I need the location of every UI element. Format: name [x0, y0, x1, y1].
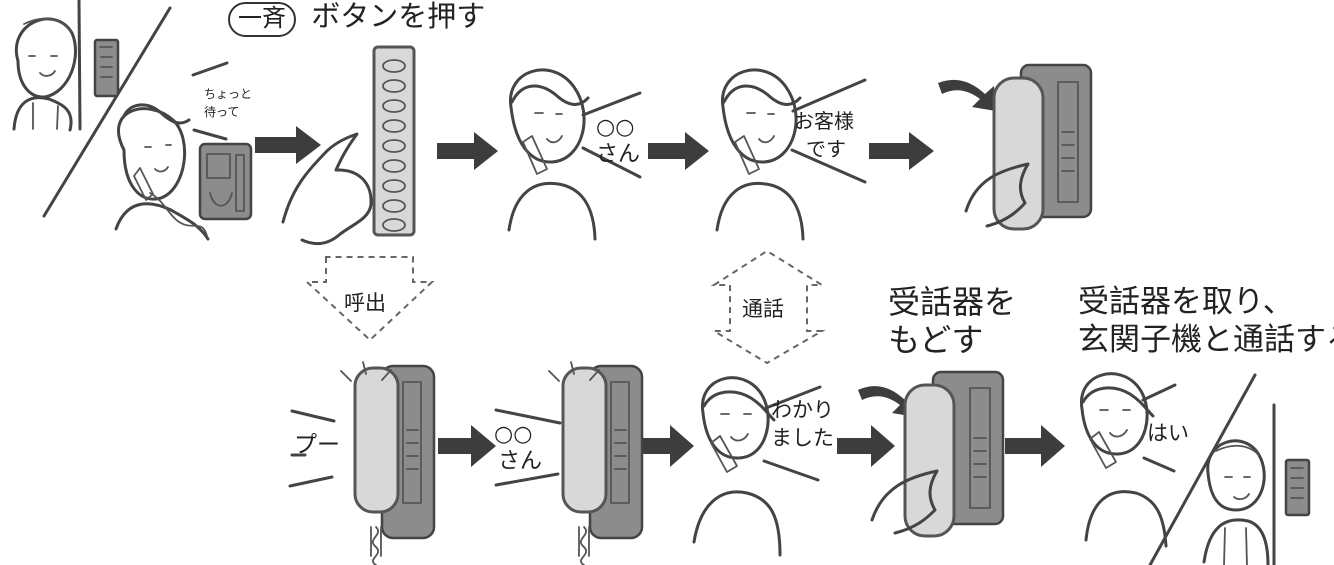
- speech-lines-wait: [191, 61, 229, 141]
- second-call-lines: [494, 408, 562, 487]
- wall-phone-bottom-detail: [969, 387, 991, 509]
- talk-box-label: 通話: [742, 297, 784, 321]
- talk-dashed-arrow: [710, 249, 826, 365]
- call-name-top-line-1: ○○: [596, 115, 635, 140]
- entry-unit-icon: [93, 38, 120, 98]
- arrow-right-3: [648, 132, 709, 170]
- handset-bottom-icon: [903, 383, 956, 538]
- beep-flash-lines: [340, 361, 392, 382]
- interior-phone-detail: [206, 153, 245, 212]
- call-name-top-line-2: さん: [596, 142, 641, 167]
- arrow-right-8: [1005, 425, 1065, 467]
- left-divider-line: [42, 6, 172, 218]
- man-answers-visitor-icon: [1080, 372, 1177, 548]
- press-button-text: ボタンを押す: [311, 0, 486, 33]
- understood-line-2: ました: [771, 426, 834, 450]
- second-flash-lines: [548, 361, 600, 382]
- woman-with-handset-icon: [114, 103, 210, 241]
- arrow-right-5: [438, 425, 496, 467]
- wall-phone-top-detail: [1057, 81, 1079, 203]
- beep-cord: [370, 526, 382, 565]
- visitor-final-icon: [1202, 439, 1270, 565]
- visitor-person-icon: [12, 17, 77, 132]
- call-name-bottom-line-1: ○○: [494, 422, 533, 447]
- arrow-right-1: [255, 126, 321, 164]
- woman-announces-guest-icon: [715, 68, 867, 241]
- arrow-right-2: [437, 132, 498, 170]
- hand-icon: [281, 132, 373, 246]
- return-handset-line-2: もどす: [888, 321, 984, 359]
- second-handset-icon: [561, 366, 608, 514]
- guest-line-2: です: [806, 137, 846, 161]
- handset-top-icon: [992, 76, 1045, 231]
- hand-top-icon: [964, 162, 1030, 228]
- woman-calls-name-icon: [507, 68, 642, 241]
- yes-text: はい: [1147, 421, 1189, 445]
- beep-lines-left: [288, 409, 336, 488]
- broadcast-button-strip-icon: [372, 45, 416, 237]
- curved-arrow-return-top: [938, 79, 996, 111]
- call-box-label: 呼出: [344, 291, 386, 315]
- second-phone-detail: [610, 381, 630, 504]
- guest-line-1: お客様: [794, 109, 854, 133]
- call-dashed-arrow: [304, 256, 435, 342]
- call-name-bottom-line-2: さん: [498, 449, 543, 474]
- left-wall-line: [77, 0, 82, 131]
- wait-line-2: 待って: [204, 105, 240, 119]
- wait-line-1: ちょっと: [204, 87, 253, 101]
- broadcast-button-label: 一斉: [228, 2, 296, 37]
- second-cord: [578, 526, 590, 565]
- beep-phone-detail: [402, 381, 422, 504]
- arrow-right-6: [638, 425, 694, 467]
- understood-line-1: わかり: [771, 398, 834, 422]
- man-understood-icon: [692, 376, 822, 557]
- curved-arrow-return-bottom: [858, 386, 916, 417]
- top-instruction: 一斉 ボタンを押す: [228, 2, 485, 37]
- take-handset-line-1: 受話器を取り、: [1078, 284, 1294, 320]
- take-handset-line-2: 玄関子機と通話する: [1078, 322, 1334, 358]
- entry-unit-final-grid: [1290, 467, 1304, 499]
- final-divider-line: [1148, 373, 1257, 565]
- arrow-right-7: [837, 425, 895, 467]
- entry-unit-grid: [99, 46, 113, 78]
- beep-text: プー: [294, 432, 340, 458]
- arrow-right-4: [869, 132, 934, 170]
- return-handset-line-1: 受話器を: [888, 283, 1017, 321]
- button-ovals: [382, 59, 406, 232]
- hand-bottom-icon: [870, 469, 939, 535]
- beep-handset-icon: [353, 366, 400, 514]
